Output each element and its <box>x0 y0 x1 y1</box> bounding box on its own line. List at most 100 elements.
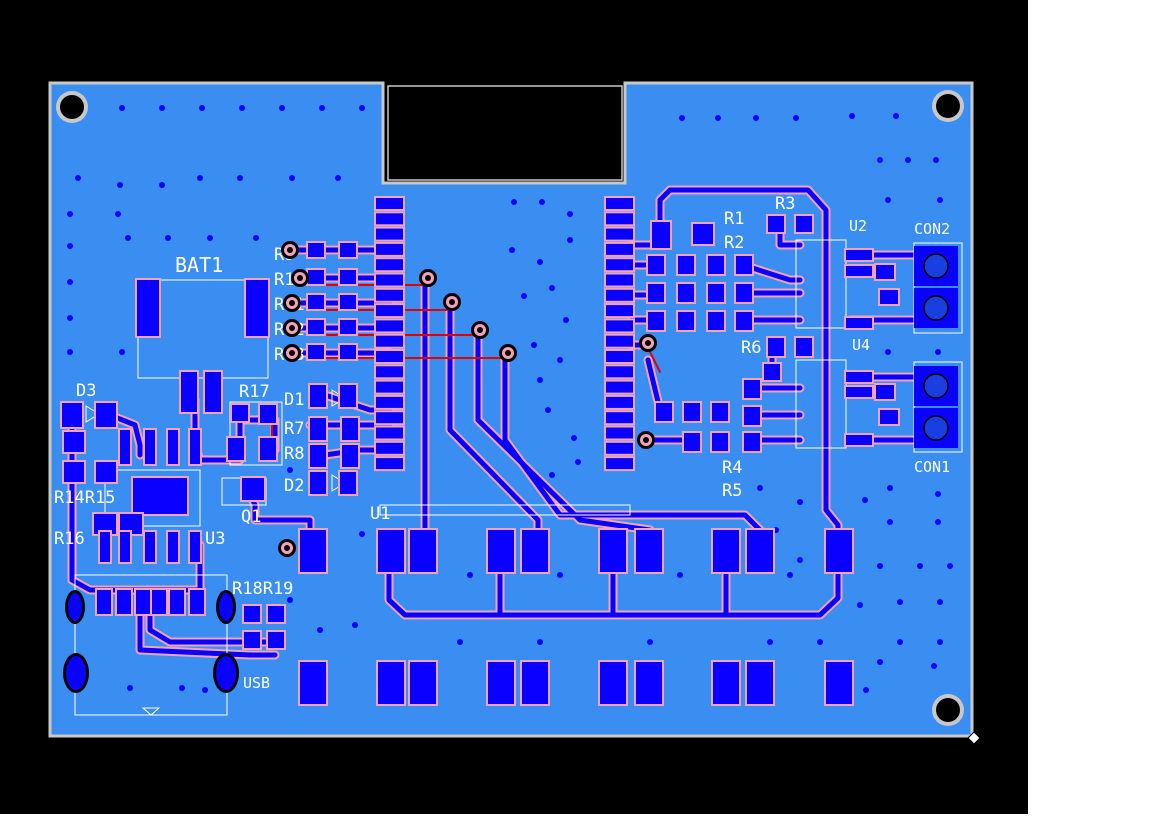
stitching-via <box>897 639 903 645</box>
mounting-holes <box>56 90 964 726</box>
stitching-via <box>797 557 803 563</box>
label-con2: CON2 <box>914 220 950 238</box>
smd-pad <box>376 366 403 378</box>
smd-pad <box>684 403 700 421</box>
oval-pad <box>219 593 233 621</box>
smd-pad <box>120 430 130 464</box>
stitching-via <box>67 211 73 217</box>
smd-pad <box>136 590 150 614</box>
smd-pad <box>736 256 752 274</box>
stitching-via <box>531 342 537 348</box>
smd-pad <box>876 385 894 399</box>
stitching-via <box>287 597 293 603</box>
smd-pad <box>376 458 403 470</box>
stitching-via <box>863 687 869 693</box>
cutout-silkscreen <box>387 85 623 181</box>
signal-via-hole <box>425 275 431 281</box>
stitching-via <box>935 519 941 525</box>
smd-pad <box>736 312 752 330</box>
smd-pad <box>376 259 403 271</box>
stitching-via <box>545 407 551 413</box>
smd-pad <box>744 407 760 425</box>
stitching-via <box>207 235 213 241</box>
smd-pad <box>310 385 326 407</box>
smd-pad <box>678 256 694 274</box>
stitching-via <box>537 259 543 265</box>
stitching-vias <box>67 105 953 693</box>
stitching-via <box>521 293 527 299</box>
oval-pad <box>216 656 236 690</box>
smd-pad <box>656 403 672 421</box>
smd-pad <box>120 532 130 562</box>
stitching-via <box>567 237 573 243</box>
stitching-via <box>931 663 937 669</box>
smd-pad <box>242 478 264 500</box>
smd-pad <box>137 280 159 336</box>
smd-pad <box>96 462 116 482</box>
smd-pad <box>846 372 872 382</box>
smd-pad <box>636 530 662 572</box>
smd-pad <box>340 243 356 257</box>
stitching-via <box>917 563 923 569</box>
smd-pad <box>522 662 548 704</box>
smd-pad <box>340 385 356 407</box>
stitching-via <box>67 349 73 355</box>
smd-pad <box>96 403 116 427</box>
stitching-via <box>319 105 325 111</box>
stitching-via <box>119 105 125 111</box>
signal-via-hole <box>289 325 295 331</box>
smd-pad <box>376 396 403 408</box>
stitching-via <box>335 175 341 181</box>
smd-pad <box>376 381 403 393</box>
smd-pad <box>100 532 110 562</box>
stitching-via <box>557 357 563 363</box>
stitching-via <box>877 563 883 569</box>
label-u4: U4 <box>852 336 870 354</box>
stitching-via <box>359 105 365 111</box>
smd-pad <box>145 532 155 562</box>
signal-via-hole <box>289 300 295 306</box>
smd-pad <box>764 364 780 380</box>
label-d2: D2 <box>284 476 304 496</box>
label-r3: R3 <box>775 194 795 214</box>
label-r2: R2 <box>724 233 744 253</box>
smd-pad <box>606 351 633 362</box>
origin-marker <box>967 731 981 745</box>
smd-pad <box>268 632 284 648</box>
smd-pad <box>606 213 633 225</box>
smd-pad <box>606 412 633 424</box>
smd-pad <box>678 284 694 302</box>
signal-via-hole <box>284 545 290 551</box>
label-r4: R4 <box>722 458 742 478</box>
smd-pad <box>684 433 700 451</box>
smd-pad <box>152 590 166 614</box>
outer-margin <box>1028 0 1152 814</box>
smd-pad <box>376 351 403 362</box>
smd-pad <box>244 606 260 622</box>
stitching-via <box>197 175 203 181</box>
smd-pad <box>340 472 356 494</box>
stitching-via <box>677 572 683 578</box>
label-u1: U1 <box>370 504 390 524</box>
smd-pad <box>376 228 403 240</box>
label-r7: R7 <box>284 419 304 439</box>
label-bat1: BAT1 <box>175 253 223 277</box>
smd-pad <box>376 320 403 332</box>
smd-pad <box>846 318 872 328</box>
label-r16: R16 <box>54 529 85 549</box>
stitching-via <box>125 235 131 241</box>
stitching-via <box>237 175 243 181</box>
board-copper-pour <box>48 81 974 738</box>
smd-pad <box>606 198 633 209</box>
stitching-via <box>179 685 185 691</box>
label-con1: CON1 <box>914 458 950 476</box>
smd-pad <box>376 198 403 209</box>
smd-pad <box>648 284 664 302</box>
stitching-via <box>575 459 581 465</box>
stitching-via <box>67 279 73 285</box>
smd-pad <box>190 590 204 614</box>
smd-pad <box>606 366 633 378</box>
stitching-via <box>897 599 903 605</box>
stitching-via <box>537 377 543 383</box>
smd-pad <box>376 442 403 454</box>
